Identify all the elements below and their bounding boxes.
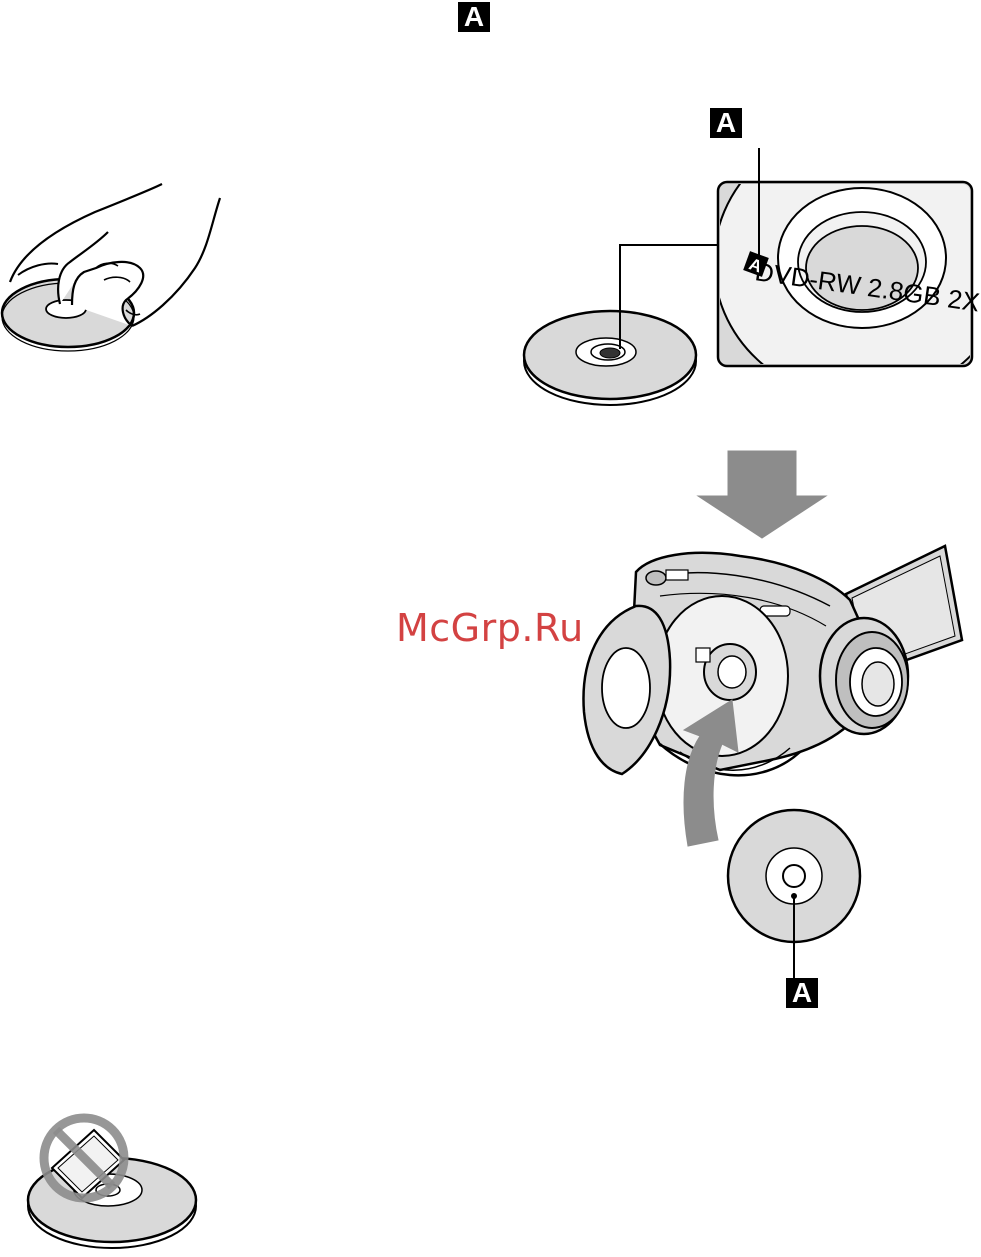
dvd-disc-icon xyxy=(524,311,696,405)
marker-bottom: A xyxy=(786,978,818,1008)
camcorder-icon xyxy=(583,546,962,775)
magnifier-callout-icon: DVD-RW 2.8GB 2X A xyxy=(714,124,981,400)
no-sticker-illustration xyxy=(28,1118,196,1248)
marker-disc-label: A xyxy=(710,108,742,138)
marker-top: A xyxy=(458,2,490,32)
disc-center-illustration xyxy=(728,810,860,980)
down-arrow-icon xyxy=(698,451,826,538)
disc-label-callout-illustration: DVD-RW 2.8GB 2X A xyxy=(524,124,981,405)
hand-on-disc-icon xyxy=(2,184,220,351)
hand-holding-disc-illustration xyxy=(2,184,220,351)
